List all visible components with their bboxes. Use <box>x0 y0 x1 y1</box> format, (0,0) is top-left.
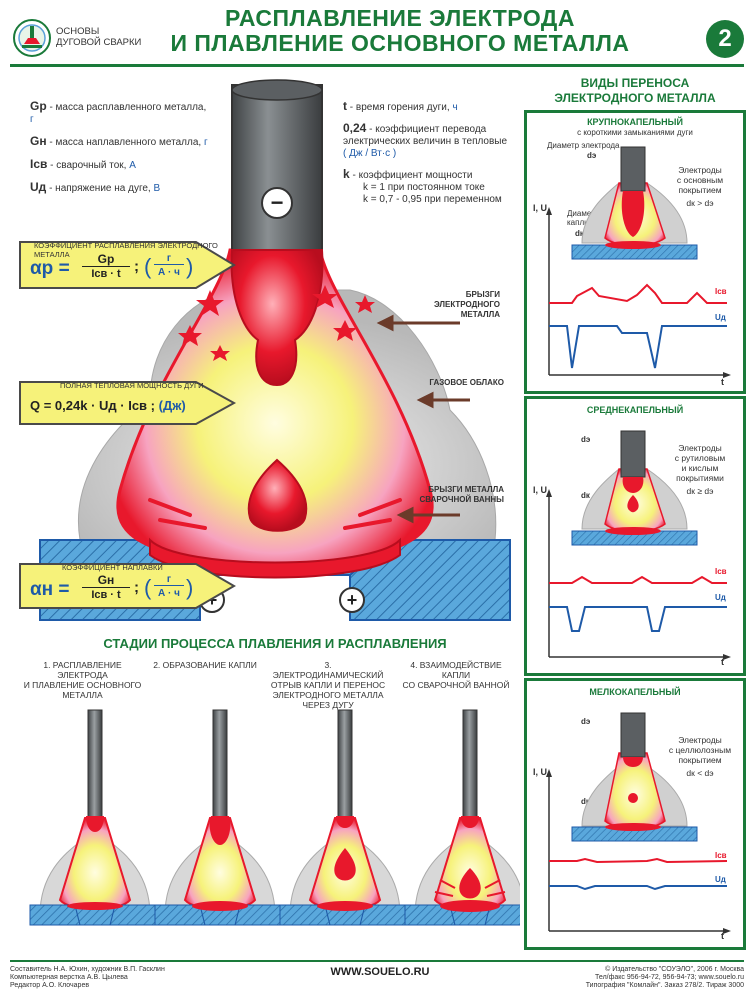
stage-caption-2: 2. ОБРАЗОВАНИЕ КАПЛИ <box>153 660 257 670</box>
formula-alpha-n-arrow <box>19 563 236 609</box>
metal-drop <box>247 458 308 532</box>
definitions-left: Gр - масса расплавленного металла, г Gн … <box>30 100 210 204</box>
cathode-sign <box>261 187 293 219</box>
footer-website[interactable]: WWW.SOUELO.RU <box>330 966 430 978</box>
electrode-rod <box>231 84 323 256</box>
stages-title: СТАДИИ ПРОЦЕССА ПЛАВЛЕНИЯ И РАСПЛАВЛЕНИЯ <box>103 636 447 651</box>
axis-x-label: t <box>721 377 724 387</box>
callout-arrows <box>376 314 470 524</box>
label-electrode-diameter: Диаметр электрода <box>547 141 620 150</box>
pool-spatter <box>148 498 402 530</box>
main-arc-diagram: − + + <box>39 79 511 621</box>
voltage-line <box>549 885 727 891</box>
label-de: dэ <box>581 435 591 444</box>
definition-item: t - время горения дуги, ч <box>343 99 458 113</box>
stage-2-figure <box>154 709 286 926</box>
footer-credits: Составитель Н.А. Юхин, художник В.П. Гас… <box>10 966 165 989</box>
panel-title: КРУПНОКАПЕЛЬНЫЙ <box>587 117 683 127</box>
panel-subtitle: с короткими замыканиями дуги <box>577 128 693 137</box>
axis-y-label: I, U <box>533 203 548 213</box>
current-line <box>549 283 727 304</box>
current-label: Iсв <box>715 851 727 860</box>
plus-sign-right: + <box>347 590 358 610</box>
plus-sign-left: + <box>207 590 218 610</box>
stage-3-figure <box>279 709 411 926</box>
stage-4-figure <box>404 709 520 926</box>
voltage-line <box>549 325 727 369</box>
definitions-right: t - время горения дуги, ч 0,24 - коэффиц… <box>343 100 513 214</box>
voltage-label: Uд <box>715 593 726 602</box>
definition-item: Gр - масса расплавленного металла, г <box>30 99 207 125</box>
callout-pool-spatter: БРЫЗГИ МЕТАЛЛА СВАРОЧНОЙ ВАННЫ <box>419 485 504 504</box>
current-label: Iсв <box>715 287 727 296</box>
label-dk: dк <box>581 491 590 500</box>
formula-q-caption: ПОЛНАЯ ТЕПЛОВАЯ МОЩНОСТЬ ДУГИ <box>60 381 204 390</box>
formula-alpha-n: αн = Gн Iсв · t ; ( г А · ч ) <box>30 573 194 601</box>
page-title: РАСПЛАВЛЕНИЕ ЭЛЕКТРОДА И ПЛАВЛЕНИЕ ОСНОВ… <box>170 5 630 56</box>
minus-sign: − <box>271 190 284 215</box>
axis-y-label: I, U <box>533 485 548 495</box>
definition-item: 0,24 - коэффициент перевода электрически… <box>343 121 508 159</box>
voltage-label: Uд <box>715 313 726 322</box>
current-line <box>549 575 727 584</box>
transfer-title: ВИДЫ ПЕРЕНОСА ЭЛЕКТРОДНОГО МЕТАЛЛА <box>554 76 716 105</box>
definition-item: Iсв - сварочный ток, А <box>30 157 136 171</box>
electrode-spatter <box>178 285 375 361</box>
panel-title: МЕЛКОКАПЕЛЬНЫЙ <box>589 687 681 697</box>
header-rule <box>10 64 744 67</box>
current-label: Iсв <box>715 567 727 576</box>
formula-alpha-p: αр = Gр Iсв · t ; ( г А · ч ) <box>30 252 194 280</box>
footer-rule <box>10 960 744 962</box>
panel-2-graphic <box>546 430 731 660</box>
publisher-logo <box>13 19 51 57</box>
label-de: dэ <box>581 717 591 726</box>
stage-1-figure <box>29 709 161 926</box>
current-line <box>549 857 728 864</box>
root-gap <box>275 575 283 620</box>
axis-x-label: t <box>721 931 724 941</box>
anode-sign-right <box>339 587 365 613</box>
panel-1-graphic <box>546 146 731 378</box>
panel-title: СРЕДНЕКАПЕЛЬНЫЙ <box>586 405 684 415</box>
stages-illustration <box>29 709 520 926</box>
series-label: ОСНОВЫ ДУГОВОЙ СВАРКИ <box>56 26 142 48</box>
page-number-badge: 2 <box>706 20 744 58</box>
axis-y-label: I, U <box>533 767 548 777</box>
label-dk: dк <box>575 229 584 238</box>
callout-electrode-spatter: БРЫЗГИ ЭЛЕКТРОДНОГО МЕТАЛЛА <box>433 290 500 319</box>
definition-item: Uд - напряжение на дуге, В <box>30 180 161 194</box>
formula-q-arrow <box>19 381 237 425</box>
formula-q: Q = 0,24k · Uд · Iсв ; (Дж) <box>30 398 186 413</box>
formula-alpha-p-arrow <box>19 241 236 289</box>
label-dk: dк <box>581 797 590 806</box>
voltage-line <box>549 606 727 632</box>
axis-x-label: t <box>721 657 724 667</box>
molten-tip <box>230 249 324 387</box>
callout-gas-cloud: ГАЗОВОЕ ОБЛАКО <box>429 378 504 387</box>
electrode-top <box>231 79 323 101</box>
label-de: dэ <box>587 151 597 160</box>
formula-alpha-p-caption: КОЭФФИЦИЕНТ РАСПЛАВЛЕНИЯ ЭЛЕКТРОДНОГО МЕ… <box>34 241 218 259</box>
transfer-panel-large-drop: КРУПНОКАПЕЛЬНЫЙ с короткими замыканиями … <box>524 110 746 394</box>
definition-item: Gн - масса наплавленного металла, г <box>30 134 208 148</box>
voltage-label: Uд <box>715 875 726 884</box>
panel-3-graphic <box>546 712 731 934</box>
formula-alpha-n-caption: КОЭФФИЦИЕНТ НАПЛАВКИ <box>62 563 163 572</box>
definition-item: k - коэффициент мощности k = 1 при посто… <box>343 167 502 205</box>
